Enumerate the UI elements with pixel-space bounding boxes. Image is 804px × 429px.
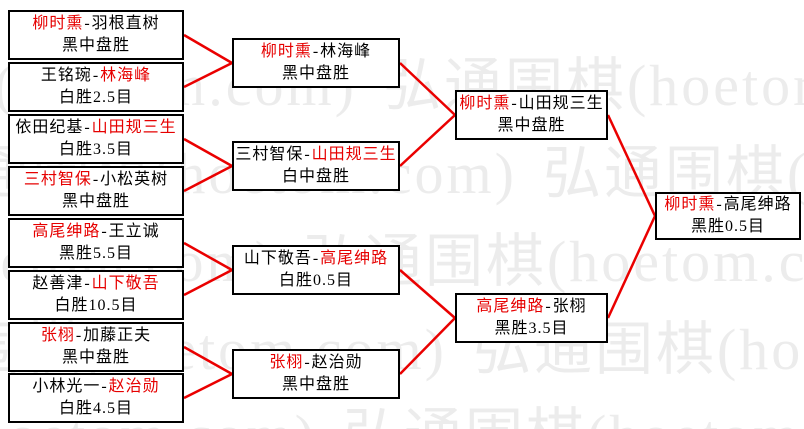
player-name: 柳时熏 bbox=[664, 196, 716, 213]
player-name: 山下敬吾 bbox=[243, 250, 312, 267]
match-box-r1-8: 小林光一-赵治勋 白胜4.5目 bbox=[8, 373, 184, 423]
player-name: 山田规三生 bbox=[91, 119, 177, 136]
match-result: 黑胜3.5目 bbox=[494, 320, 569, 337]
match-players: 高尾绅路-王立诚 bbox=[32, 221, 159, 243]
dash-separator: - bbox=[304, 146, 311, 163]
dash-separator: - bbox=[312, 250, 320, 267]
match-result: 白胜4.5目 bbox=[58, 400, 133, 417]
match-box-final: 柳时熏-高尾绅路 黑胜0.5目 bbox=[655, 192, 801, 240]
match-result: 黑中盘胜 bbox=[497, 117, 566, 134]
dash-separator: - bbox=[84, 15, 91, 32]
player-name: 三村智保 bbox=[23, 171, 92, 188]
match-result: 黑中盘胜 bbox=[281, 65, 350, 82]
dash-separator: - bbox=[92, 67, 100, 84]
match-box-r1-7: 张栩-加藤正夫 黑中盘胜 bbox=[8, 322, 184, 372]
match-players: 柳时熏-林海峰 bbox=[261, 41, 371, 63]
player-name: 山田规三生 bbox=[518, 95, 604, 112]
dash-separator: - bbox=[304, 354, 311, 371]
match-players: 小林光一-赵治勋 bbox=[32, 376, 159, 398]
match-players: 张栩-加藤正夫 bbox=[41, 325, 151, 347]
match-box-r1-6: 赵善津-山下敬吾 白胜10.5目 bbox=[8, 270, 184, 320]
player-name: 柳时熏 bbox=[459, 95, 511, 112]
match-box-r2-2: 三村智保-山田规三生 白中盘胜 bbox=[232, 141, 400, 191]
match-players: 柳时熏-羽根直树 bbox=[32, 13, 159, 35]
match-result: 白胜10.5目 bbox=[54, 297, 138, 314]
dash-separator: - bbox=[92, 171, 100, 188]
dash-separator: - bbox=[716, 196, 723, 213]
match-result: 黑中盘胜 bbox=[61, 349, 130, 366]
player-name: 林海峰 bbox=[100, 67, 152, 84]
match-result: 白胜2.5目 bbox=[58, 89, 133, 106]
match-box-r1-2: 王铭琬-林海峰 白胜2.5目 bbox=[8, 62, 184, 112]
player-name: 高尾绅路 bbox=[320, 250, 389, 267]
match-players: 赵善津-山下敬吾 bbox=[32, 273, 159, 295]
player-name: 羽根直树 bbox=[91, 15, 160, 32]
match-result: 白胜0.5目 bbox=[278, 272, 353, 289]
match-box-r2-3: 山下敬吾-高尾绅路 白胜0.5目 bbox=[232, 245, 400, 295]
player-name: 加藤正夫 bbox=[83, 327, 152, 344]
match-box-r2-4: 张栩-赵治勋 黑中盘胜 bbox=[232, 349, 400, 399]
match-players: 山下敬吾-高尾绅路 bbox=[244, 248, 388, 270]
player-name: 林海峰 bbox=[320, 43, 372, 60]
match-box-r1-4: 三村智保-小松英树 黑中盘胜 bbox=[8, 166, 184, 216]
match-players: 张栩-赵治勋 bbox=[269, 352, 362, 374]
match-box-r2-1: 柳时熏-林海峰 黑中盘胜 bbox=[232, 38, 400, 88]
match-players: 依田纪基-山田规三生 bbox=[15, 117, 176, 139]
dash-separator: - bbox=[101, 378, 108, 395]
match-box-r3-2: 高尾绅路-张栩 黑胜3.5目 bbox=[455, 293, 608, 343]
dash-separator: - bbox=[545, 298, 552, 315]
dash-separator: - bbox=[312, 43, 320, 60]
player-name: 赵治勋 bbox=[108, 378, 160, 395]
player-name: 小林光一 bbox=[32, 378, 101, 395]
player-name: 赵治勋 bbox=[311, 354, 363, 371]
match-result: 黑中盘胜 bbox=[281, 376, 350, 393]
match-result: 黑胜5.5目 bbox=[58, 245, 133, 262]
match-players: 柳时熏-高尾绅路 bbox=[664, 194, 791, 216]
player-name: 张栩 bbox=[40, 327, 75, 344]
dash-separator: - bbox=[84, 119, 91, 136]
player-name: 柳时熏 bbox=[32, 15, 84, 32]
dash-separator: - bbox=[75, 327, 83, 344]
match-players: 三村智保-小松英树 bbox=[24, 169, 168, 191]
match-players: 王铭琬-林海峰 bbox=[41, 65, 151, 87]
match-box-r1-5: 高尾绅路-王立诚 黑胜5.5目 bbox=[8, 218, 184, 268]
match-players: 三村智保-山田规三生 bbox=[235, 144, 396, 166]
dash-separator: - bbox=[101, 223, 108, 240]
match-result: 黑中盘胜 bbox=[61, 37, 130, 54]
player-name: 高尾绅路 bbox=[723, 196, 792, 213]
match-result: 黑中盘胜 bbox=[61, 193, 130, 210]
player-name: 小松英树 bbox=[100, 171, 169, 188]
dash-separator: - bbox=[511, 95, 518, 112]
player-name: 三村智保 bbox=[235, 146, 304, 163]
player-name: 柳时熏 bbox=[260, 43, 312, 60]
match-result: 白胜3.5目 bbox=[58, 141, 133, 158]
player-name: 张栩 bbox=[269, 354, 304, 371]
player-name: 依田纪基 bbox=[15, 119, 84, 136]
match-players: 高尾绅路-张栩 bbox=[476, 296, 586, 318]
dash-separator: - bbox=[84, 275, 91, 292]
match-box-r1-1: 柳时熏-羽根直树 黑中盘胜 bbox=[8, 10, 184, 60]
match-players: 柳时熏-山田规三生 bbox=[459, 93, 603, 115]
match-result: 白中盘胜 bbox=[281, 168, 350, 185]
player-name: 高尾绅路 bbox=[32, 223, 101, 240]
player-name: 张栩 bbox=[552, 298, 587, 315]
player-name: 赵善津 bbox=[32, 275, 84, 292]
watermark-text: 弘通围棋(hoetom.com) bbox=[343, 403, 804, 429]
player-name: 王铭琬 bbox=[40, 67, 92, 84]
player-name: 山田规三生 bbox=[311, 146, 397, 163]
match-result: 黑胜0.5目 bbox=[690, 218, 765, 235]
player-name: 山下敬吾 bbox=[91, 275, 160, 292]
match-box-r3-1: 柳时熏-山田规三生 黑中盘胜 bbox=[455, 90, 608, 140]
match-box-r1-3: 依田纪基-山田规三生 白胜3.5目 bbox=[8, 114, 184, 164]
player-name: 王立诚 bbox=[108, 223, 160, 240]
player-name: 高尾绅路 bbox=[476, 298, 545, 315]
